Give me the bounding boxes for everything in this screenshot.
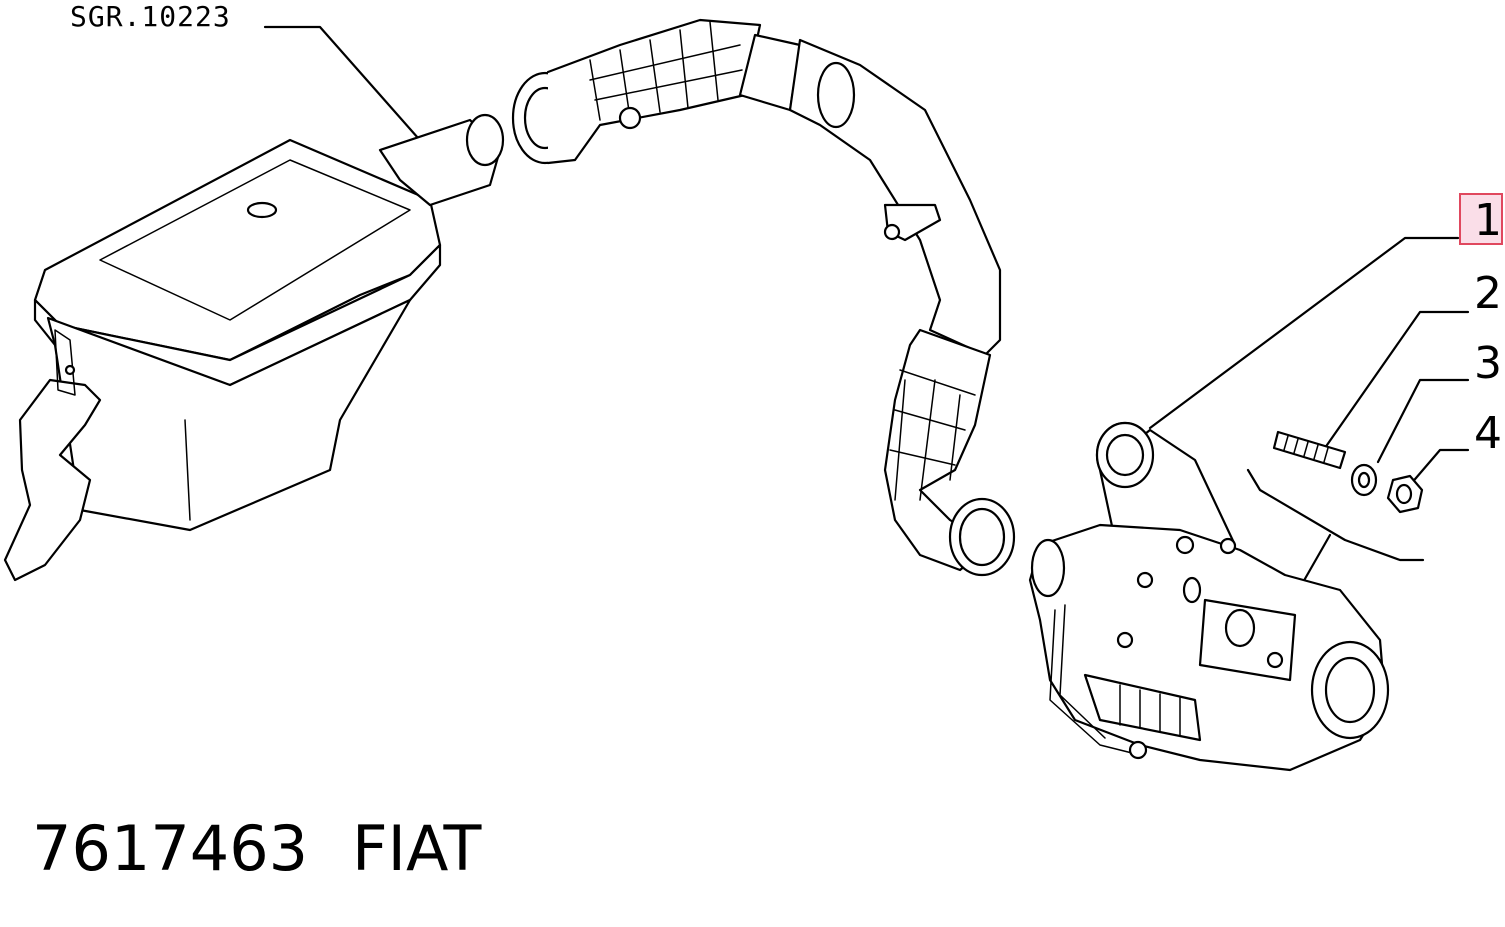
leader-line-ref-code <box>263 25 420 140</box>
stud-bolt <box>1272 430 1347 470</box>
small-parts <box>1272 430 1424 514</box>
leader-line-group <box>1246 468 1425 562</box>
callout-2[interactable]: 2 <box>1474 268 1502 319</box>
leader-line-4 <box>1408 448 1470 487</box>
callout-1[interactable]: 1 <box>1474 195 1502 246</box>
leader-lines <box>263 25 1470 607</box>
part-number: 7617463 <box>32 812 309 885</box>
air-filter-box <box>3 113 505 582</box>
leader-line-2 <box>1318 310 1470 457</box>
lower-intake-hose <box>883 328 1016 577</box>
callout-4[interactable]: 4 <box>1474 408 1502 459</box>
callout-highlight <box>1459 193 1503 245</box>
callout-3[interactable]: 3 <box>1474 338 1502 389</box>
brand-name: FIAT <box>352 812 482 885</box>
leader-line-1 <box>1148 236 1460 430</box>
leader-line-3 <box>1376 378 1470 464</box>
turbocharger-assembly <box>1028 421 1390 772</box>
upper-intake-hose <box>511 18 1002 357</box>
reference-code-label: SGR.10223 <box>70 0 231 33</box>
